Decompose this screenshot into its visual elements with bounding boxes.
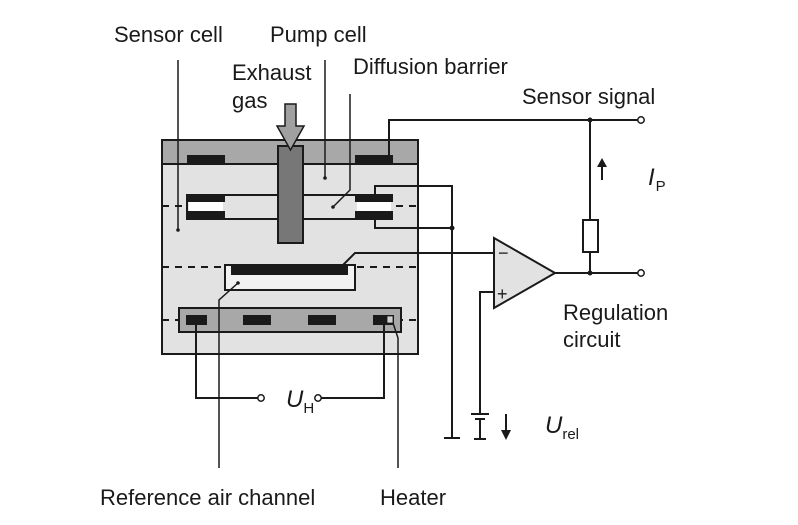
label-sensor-signal: Sensor signal — [522, 84, 655, 109]
label-exhaust-gas-2: gas — [232, 88, 267, 113]
leader-dot — [323, 176, 327, 180]
heater-terminal-right — [314, 394, 322, 402]
pump-electrode-wire — [374, 185, 453, 438]
inner-electrode-left-top — [187, 194, 225, 202]
label-diffusion-barrier: Diffusion barrier — [353, 54, 508, 79]
label-pump-cell: Pump cell — [270, 22, 367, 47]
heater-wire-left — [195, 325, 258, 399]
heater-layer — [178, 307, 402, 333]
leader-dot — [176, 228, 180, 232]
op-amp — [493, 236, 558, 310]
outer-pump-electrode-right — [355, 155, 393, 164]
heater-element-2 — [243, 315, 271, 325]
label-heater-voltage: UH — [286, 386, 314, 417]
label-reference-air-channel: Reference air channel — [100, 485, 315, 510]
leader-dot — [331, 205, 335, 209]
diffusion-barrier-right — [357, 202, 391, 211]
reference-electrode-wire — [341, 252, 494, 267]
label-sensor-cell: Sensor cell — [114, 22, 223, 47]
inner-electrode-right-top — [355, 194, 393, 202]
heater-wire-right — [321, 325, 385, 399]
resistor — [582, 219, 599, 253]
heater-element-4 — [373, 315, 394, 325]
label-heater: Heater — [380, 485, 446, 510]
leader-heater — [392, 322, 399, 468]
label-exhaust-gas-1: Exhaust — [232, 60, 312, 85]
current-arrow-head-icon — [597, 158, 607, 167]
outer-pump-electrode-left — [187, 155, 225, 164]
heater-terminal-left — [257, 394, 265, 402]
junction-dot — [449, 225, 455, 231]
op-amp-plus-wire — [479, 291, 494, 413]
sensor-signal-terminal — [637, 116, 645, 124]
output-terminal — [637, 269, 645, 277]
label-reference-voltage: Urel — [545, 412, 579, 443]
exhaust-gas-arrow-icon — [275, 103, 306, 152]
gas-inlet — [277, 145, 304, 244]
inner-electrode-wire — [374, 220, 452, 229]
leader-dot — [236, 281, 240, 285]
inner-electrode-left-bottom — [187, 211, 225, 220]
diffusion-barrier-left — [189, 202, 223, 211]
leader-reference-air-channel — [218, 282, 239, 468]
heater-contact — [386, 315, 394, 324]
inner-electrode-right-bottom — [355, 211, 393, 220]
heater-element-3 — [308, 315, 336, 325]
op-amp-plus: + — [497, 284, 508, 304]
leader-diffusion-barrier — [332, 94, 351, 208]
sensor-signal-wire — [388, 119, 638, 155]
reference-electrode — [231, 266, 348, 275]
label-pump-current: IP — [648, 164, 666, 195]
voltage-arrow-head-icon — [501, 430, 511, 440]
heater-element-1 — [186, 315, 207, 325]
label-regulation: Regulation — [563, 300, 668, 325]
label-circuit: circuit — [563, 327, 620, 352]
op-amp-minus: − — [498, 243, 509, 263]
